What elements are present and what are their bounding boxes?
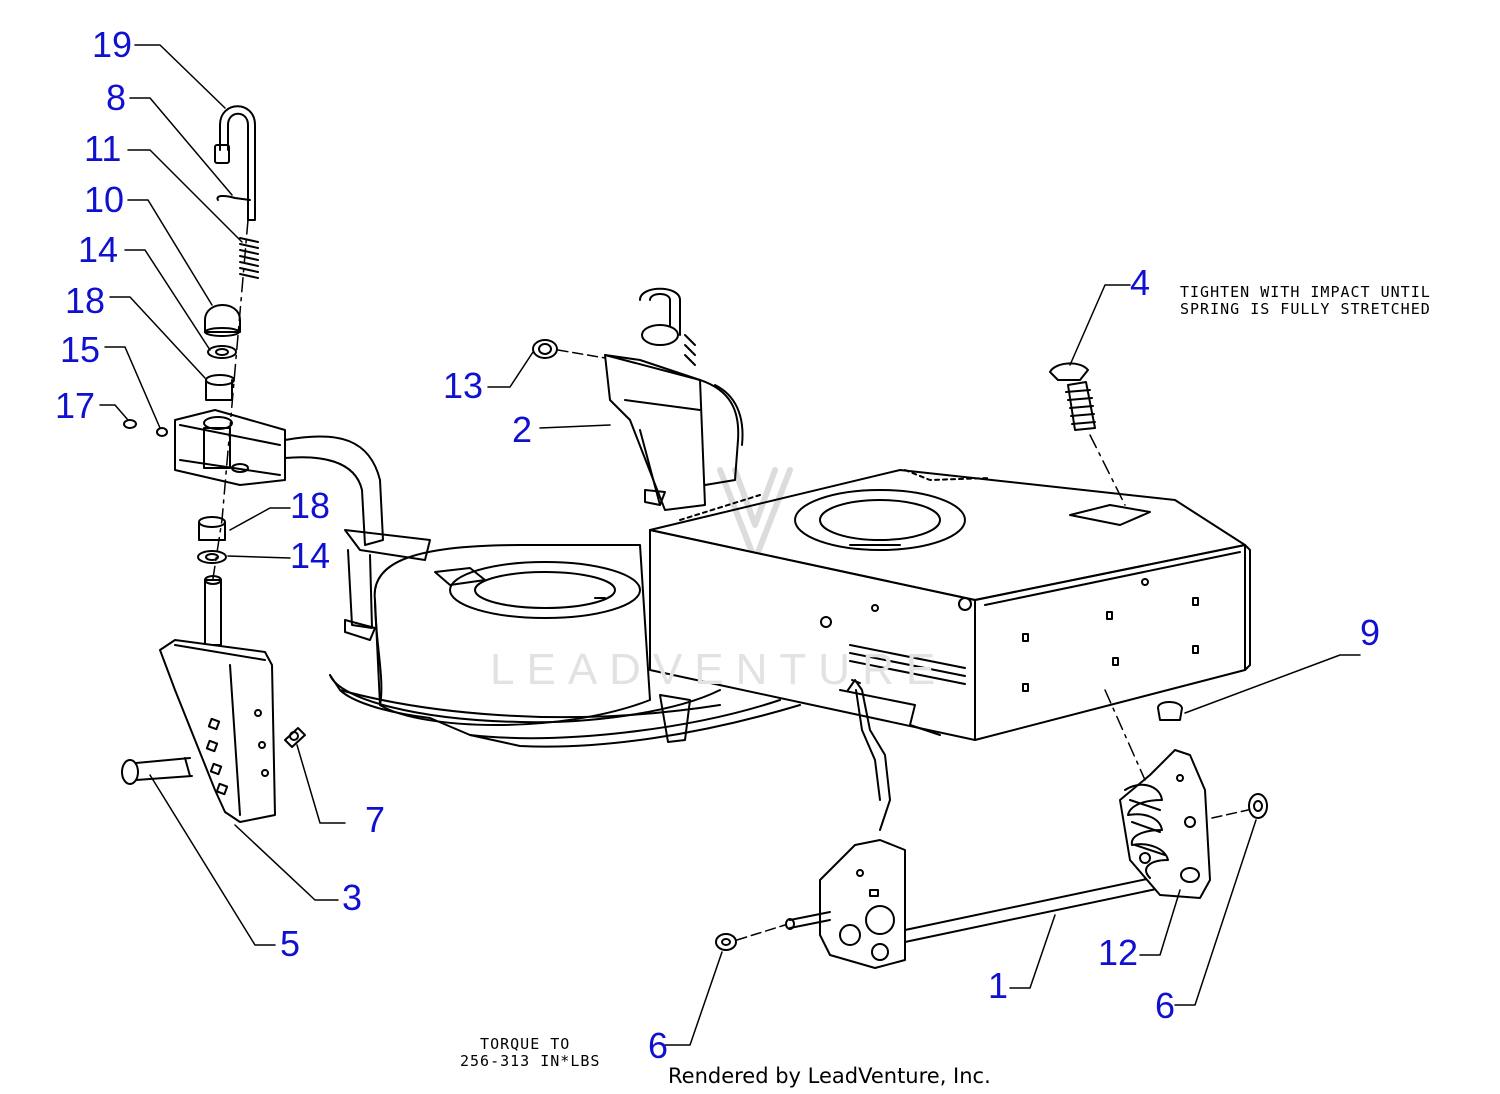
- callout-14-bottom: 14: [290, 535, 331, 576]
- bushing-top: [205, 374, 235, 401]
- lock-nut: [123, 419, 137, 429]
- hairpin-clip: [216, 194, 251, 201]
- callout-6-left: 6: [648, 1025, 669, 1066]
- washer-top: [207, 345, 237, 359]
- callout-10: 10: [84, 179, 125, 220]
- callout-1: 1: [988, 965, 1009, 1006]
- callout-11: 11: [84, 128, 122, 169]
- note-torque: TORQUE TO 256-313 IN*LBS: [460, 1035, 601, 1070]
- callout-12: 12: [1098, 932, 1139, 973]
- lift-rod: [785, 871, 1181, 943]
- assembly-centerline: [211, 219, 249, 586]
- compression-spring: [239, 237, 259, 279]
- main-housing: [649, 469, 1251, 741]
- front-bracket: [159, 575, 276, 823]
- callout-9: 9: [1360, 612, 1381, 653]
- grommet: [532, 339, 558, 359]
- carriage-bolt: [1049, 362, 1096, 431]
- callout-15: 15: [60, 329, 101, 370]
- clevis-pin: [121, 757, 193, 785]
- right-lift-plate: [1119, 749, 1211, 899]
- callout-3: 3: [342, 877, 363, 918]
- callout-17: 17: [55, 385, 96, 426]
- lower-lift-plate: [819, 839, 906, 969]
- callout-13: 13: [443, 365, 484, 406]
- callout-8: 8: [106, 77, 127, 118]
- callout-18-top: 18: [65, 280, 106, 321]
- deck-shell: [329, 544, 801, 748]
- callout-5: 5: [280, 923, 301, 964]
- block-nut: [1157, 701, 1183, 721]
- link-arm: [847, 679, 891, 831]
- hex-nut-right: [1248, 793, 1268, 819]
- pin-handle: [214, 105, 256, 221]
- extension-spring: [1124, 783, 1200, 883]
- note-tighten: TIGHTEN WITH IMPACT UNTIL SPRING IS FULL…: [1180, 283, 1431, 318]
- callout-7: 7: [365, 799, 386, 840]
- wing-nut: [284, 727, 306, 748]
- hex-nut-left: [715, 933, 737, 951]
- callout-18-bottom: 18: [290, 485, 331, 526]
- left-hanger-bar: [284, 435, 431, 641]
- hanger-bracket: [604, 287, 744, 511]
- flat-washer: [156, 427, 168, 437]
- washer-bottom: [197, 550, 227, 564]
- leader-lines: [99, 44, 1361, 1046]
- watermark-text: LEADVENTURE: [490, 645, 948, 694]
- callout-19: 19: [92, 24, 133, 65]
- callout-6-right: 6: [1155, 985, 1176, 1026]
- footer-credit: Rendered by LeadVenture, Inc.: [668, 1064, 991, 1088]
- callout-2: 2: [512, 409, 533, 450]
- callout-14-top: 14: [78, 229, 119, 270]
- bushing-bottom: [198, 516, 226, 541]
- upper-pivot-bracket: [174, 409, 286, 486]
- callout-4: 4: [1130, 262, 1151, 303]
- knob-cap: [204, 304, 241, 337]
